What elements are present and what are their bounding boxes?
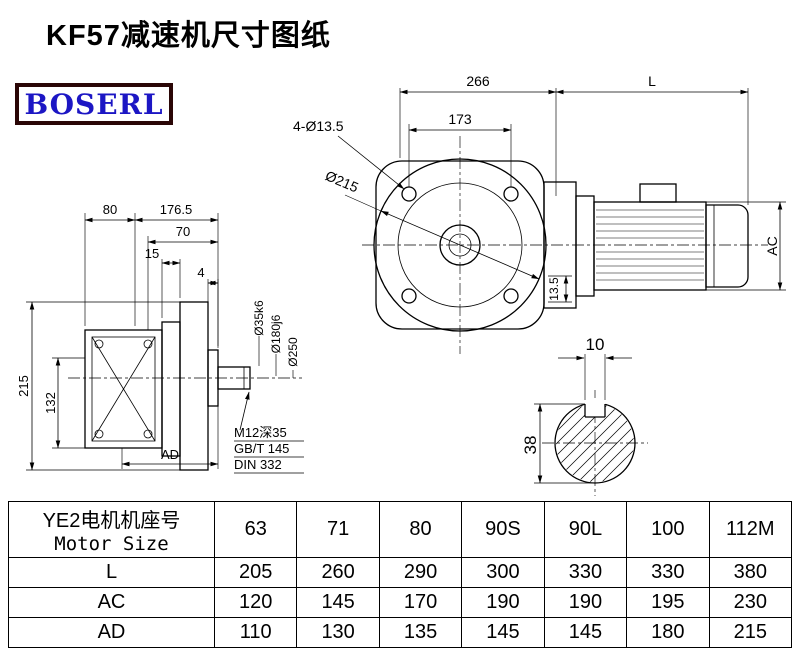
dim-215-label: 215 <box>16 375 31 397</box>
spigot-diameter-label: Ø180j6 <box>269 314 283 353</box>
page-title: KF57减速机尺寸图纸 <box>46 20 331 52</box>
brand-logo-box: BOSERL <box>15 83 173 125</box>
dim-176-5-label: 176.5 <box>160 202 193 217</box>
gb-standard-label: GB/T 145 <box>234 441 289 456</box>
table-header-row: YE2电机机座号 Motor Size 63 71 80 90S 90L 100… <box>8 501 793 558</box>
dim-value-cell: 195 <box>626 587 710 618</box>
dim-4-label: 4 <box>197 265 204 280</box>
table-row-ad: AD 110 130 135 145 145 180 215 <box>8 617 793 648</box>
dim-value-cell: 260 <box>296 557 380 588</box>
brand-logo-text: BOSERL <box>24 87 164 121</box>
dim-10-label: 10 <box>586 335 605 354</box>
dimension-table: YE2电机机座号 Motor Size 63 71 80 90S 90L 100… <box>8 501 793 648</box>
dim-value-cell: 145 <box>296 587 380 618</box>
front-view: 266 L 173 4-Ø13.5 Ø215 AC 13.5 <box>293 73 786 354</box>
dim-value-cell: 190 <box>461 587 545 618</box>
dim-173-label: 173 <box>448 111 472 127</box>
dim-value-cell: 120 <box>213 587 298 618</box>
shaft-diameter-label: Ø35k6 <box>252 300 266 336</box>
dim-132-label: 132 <box>43 392 58 414</box>
motor-size-cell: 112M <box>708 501 793 558</box>
motor-size-cell: 90L <box>543 501 628 558</box>
dim-70-label: 70 <box>176 224 190 239</box>
motor-size-cell: 100 <box>626 501 710 558</box>
motor-size-header-en: Motor Size <box>54 533 169 555</box>
dim-value-cell: 380 <box>708 557 793 588</box>
row-label-cell: AC <box>8 587 215 618</box>
dim-266-label: 266 <box>466 73 490 89</box>
shaft-end-view: 10 38 <box>521 335 648 496</box>
motor-size-cell: 80 <box>378 501 463 558</box>
table-row-ac: AC 120 145 170 190 190 195 230 <box>8 587 793 618</box>
dim-value-cell: 135 <box>378 617 463 648</box>
dim-80-label: 80 <box>103 202 117 217</box>
dim-13-5-label: 13.5 <box>547 277 561 301</box>
dim-value-cell: 300 <box>461 557 545 588</box>
table-row-l: L 205 260 290 300 330 330 380 <box>8 557 793 588</box>
row-label-cell: AD <box>8 617 215 648</box>
thread-note-label: M12深35 <box>234 425 287 440</box>
row-label-cell: L <box>8 557 215 588</box>
technical-drawing: 80 176.5 70 15 4 215 132 <box>16 73 786 496</box>
bolt-holes-label: 4-Ø13.5 <box>293 118 344 134</box>
dim-value-cell: 330 <box>543 557 628 588</box>
dim-ac-label: AC <box>764 236 780 255</box>
dim-value-cell: 230 <box>708 587 793 618</box>
dim-value-cell: 110 <box>213 617 298 648</box>
flange-diameter-label: Ø250 <box>286 337 300 367</box>
dim-l-label: L <box>648 73 656 89</box>
dim-ad-label: AD <box>161 447 179 462</box>
din-standard-label: DIN 332 <box>234 457 282 472</box>
dim-15-label: 15 <box>145 246 159 261</box>
dim-value-cell: 180 <box>626 617 710 648</box>
dim-value-cell: 145 <box>461 617 545 648</box>
motor-size-cell: 71 <box>296 501 380 558</box>
dim-value-cell: 145 <box>543 617 628 648</box>
flange-circle-label: Ø215 <box>323 167 361 195</box>
motor-size-header-cell: YE2电机机座号 Motor Size <box>8 501 215 558</box>
dim-value-cell: 130 <box>296 617 380 648</box>
dim-value-cell: 190 <box>543 587 628 618</box>
motor-size-header-cn: YE2电机机座号 <box>42 510 181 532</box>
motor-size-cell: 90S <box>461 501 545 558</box>
dim-value-cell: 170 <box>378 587 463 618</box>
dim-value-cell: 215 <box>708 617 793 648</box>
motor-size-cell: 63 <box>213 501 298 558</box>
side-view: 80 176.5 70 15 4 215 132 <box>16 202 304 474</box>
dim-38-label: 38 <box>521 436 540 455</box>
dim-value-cell: 290 <box>378 557 463 588</box>
dim-value-cell: 330 <box>626 557 710 588</box>
dim-value-cell: 205 <box>213 557 298 588</box>
